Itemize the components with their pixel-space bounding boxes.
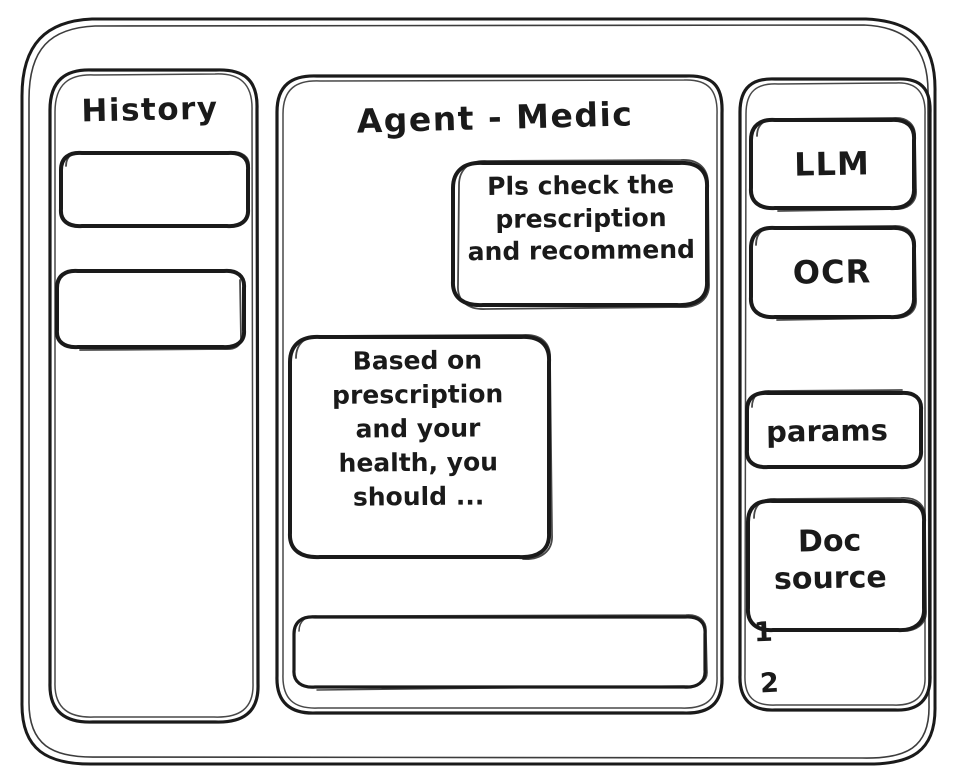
doc-source-list-item-2[interactable]: 2 <box>759 667 780 700</box>
history-panel-title: History <box>81 90 219 130</box>
params-card-label: params <box>765 413 889 449</box>
history-item-2-shape[interactable] <box>54 268 247 351</box>
history-panel <box>48 68 260 724</box>
doc-source-list-item-1[interactable]: 1 <box>753 616 774 649</box>
main-panel <box>275 74 724 715</box>
user-message-text: Pls check the prescription and recommend <box>467 170 696 267</box>
composer-input-shape[interactable] <box>292 614 708 691</box>
tools-panel <box>738 77 932 712</box>
ocr-card-label: OCR <box>792 252 872 292</box>
doc-source-card-shape[interactable] <box>745 497 927 633</box>
history-item-1-shape[interactable] <box>58 150 251 229</box>
assistant-bubble-shape <box>287 334 553 560</box>
ocr-card-shape[interactable] <box>748 225 917 321</box>
llm-card-label: LLM <box>793 144 871 184</box>
params-card-shape[interactable] <box>744 389 924 470</box>
user-bubble-shape <box>450 159 710 310</box>
assistant-message-text: Based on prescription and your health, y… <box>331 345 504 512</box>
doc-source-card-label: Doc source <box>773 523 887 597</box>
llm-card-shape[interactable] <box>748 117 917 212</box>
